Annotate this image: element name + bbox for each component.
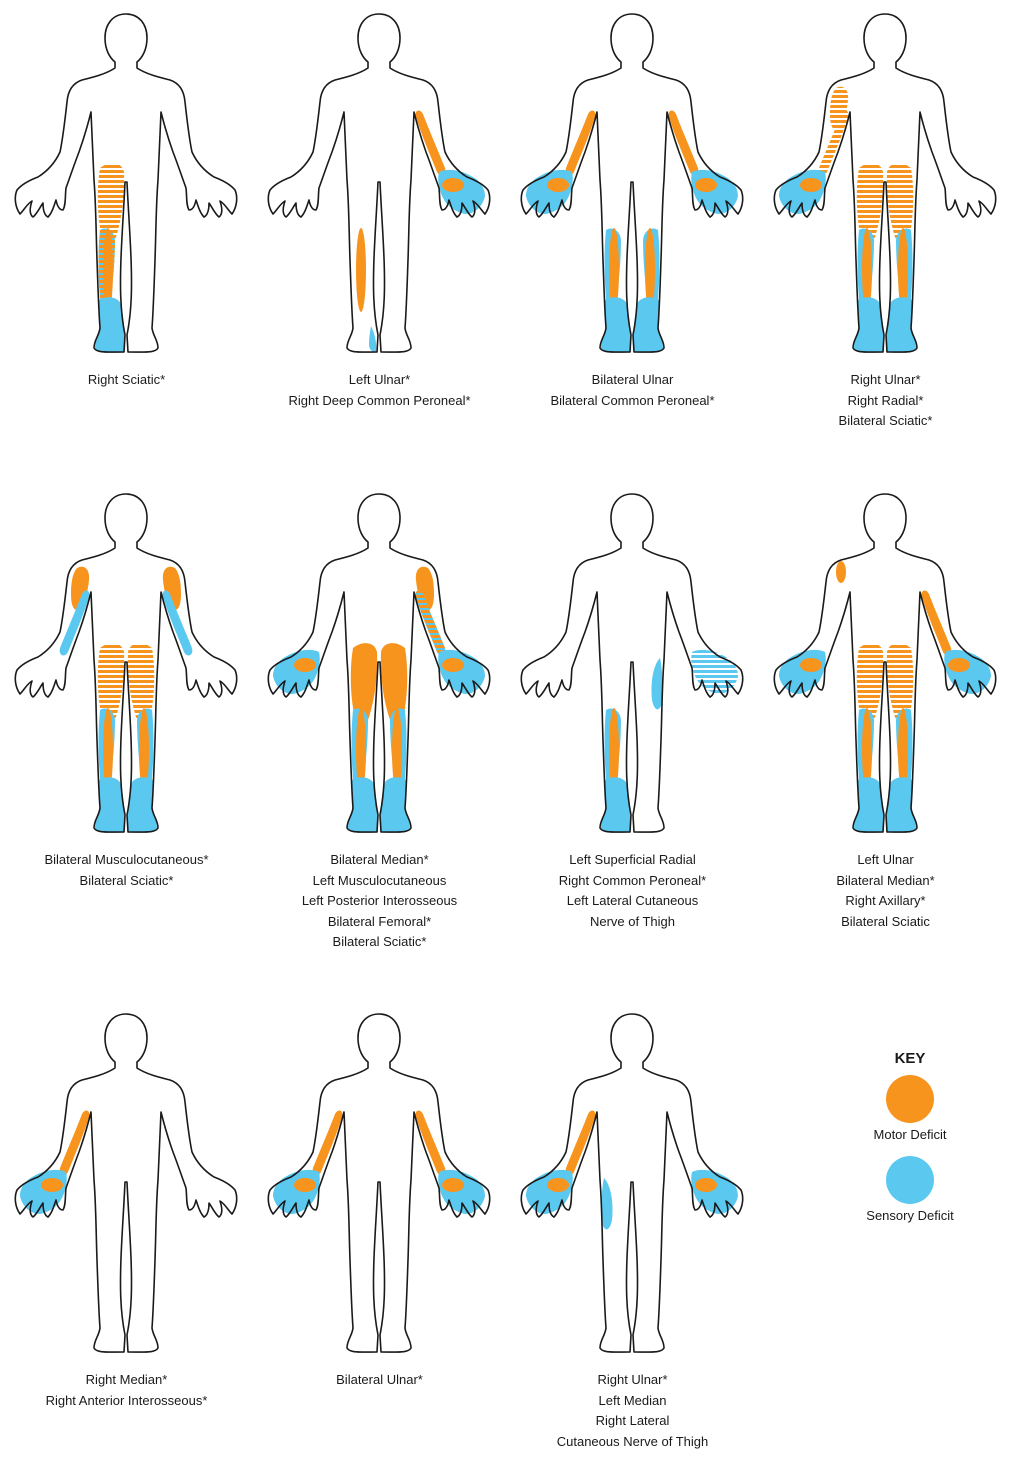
body-figure [0, 1000, 253, 1370]
caption-line: Right Ulnar* [506, 1370, 759, 1391]
body-figure [253, 480, 506, 850]
caption-line: Left Median [506, 1391, 759, 1412]
caption-line: Left Posterior Interosseous [253, 891, 506, 912]
sensory-deficit-l-latthigh [651, 658, 662, 709]
caption-line: Bilateral Median* [759, 871, 1012, 892]
legend-title: KEY [820, 1050, 1000, 1067]
caption-line: Right Radial* [759, 391, 1012, 412]
motor-deficit-l-hand [695, 1178, 717, 1192]
body-figure [506, 480, 759, 850]
body-figure [506, 0, 759, 370]
motor-deficit-r-hand [547, 178, 569, 192]
motor-deficit-r-shoulder [836, 561, 846, 583]
motor-deficit-r-hand [294, 658, 316, 672]
body-diagram-9: Right Median*Right Anterior Interosseous… [0, 1000, 253, 1470]
caption-line: Right Lateral [506, 1411, 759, 1432]
body-figure [506, 1000, 759, 1370]
body-diagram-2: Left Ulnar*Right Deep Common Peroneal* [253, 0, 506, 470]
caption-line: Bilateral Sciatic* [759, 411, 1012, 432]
motor-deficit-l-hand [695, 178, 717, 192]
caption-line: Left Lateral Cutaneous [506, 891, 759, 912]
body-diagram-4: Right Ulnar*Right Radial*Bilateral Sciat… [759, 0, 1012, 470]
caption-line: Right Deep Common Peroneal* [253, 391, 506, 412]
caption-line: Right Sciatic* [0, 370, 253, 391]
body-diagram-1: Right Sciatic* [0, 0, 253, 470]
motor-deficit-r-shin [356, 228, 366, 312]
caption-line: Bilateral Common Peroneal* [506, 391, 759, 412]
case-caption: Right Median*Right Anterior Interosseous… [0, 1370, 253, 1411]
body-diagram-5: Bilateral Musculocutaneous*Bilateral Sci… [0, 480, 253, 950]
case-caption: Left Ulnar*Right Deep Common Peroneal* [253, 370, 506, 411]
caption-line: Bilateral Ulnar* [253, 1370, 506, 1391]
case-caption: Right Sciatic* [0, 370, 253, 391]
motor-deficit-r-hand [800, 178, 822, 192]
sensory-label: Sensory Deficit [820, 1208, 1000, 1223]
caption-line: Bilateral Sciatic* [253, 932, 506, 953]
motor-deficit-l-hand [442, 1178, 464, 1192]
body-figure [759, 480, 1012, 850]
legend: KEY Motor Deficit Sensory Deficit [820, 1050, 1000, 1237]
caption-line: Bilateral Ulnar [506, 370, 759, 391]
body-figure [759, 0, 1012, 370]
motor-swatch [886, 1075, 934, 1123]
caption-line: Bilateral Sciatic [759, 912, 1012, 933]
caption-line: Right Median* [0, 1370, 253, 1391]
caption-line: Right Common Peroneal* [506, 871, 759, 892]
case-caption: Bilateral Ulnar* [253, 1370, 506, 1391]
motor-label: Motor Deficit [820, 1127, 1000, 1142]
body-diagram-10: Bilateral Ulnar* [253, 1000, 506, 1470]
motor-deficit-l-hand [948, 658, 970, 672]
sensory-deficit-r-web [369, 326, 376, 352]
caption-line: Left Ulnar* [253, 370, 506, 391]
caption-line: Right Ulnar* [759, 370, 1012, 391]
motor-deficit-r-hand [41, 1178, 63, 1192]
motor-deficit-l-hand [442, 658, 464, 672]
caption-line: Right Axillary* [759, 891, 1012, 912]
motor-deficit-r-hand [800, 658, 822, 672]
caption-line: Cutaneous Nerve of Thigh [506, 1432, 759, 1453]
case-caption: Bilateral Musculocutaneous*Bilateral Sci… [0, 850, 253, 891]
body-figure [0, 0, 253, 370]
motor-deficit-r-hand [547, 1178, 569, 1192]
caption-line: Left Musculocutaneous [253, 871, 506, 892]
caption-line: Bilateral Median* [253, 850, 506, 871]
motor-deficit-l-hand [442, 178, 464, 192]
body-outline [15, 494, 236, 832]
case-caption: Bilateral UlnarBilateral Common Peroneal… [506, 370, 759, 411]
sensory-deficit-r-latthigh [602, 1178, 613, 1229]
sensory-swatch [886, 1156, 934, 1204]
motor-deficit-r-hand [294, 1178, 316, 1192]
caption-line: Nerve of Thigh [506, 912, 759, 933]
case-caption: Right Ulnar*Right Radial*Bilateral Sciat… [759, 370, 1012, 432]
caption-line: Left Ulnar [759, 850, 1012, 871]
caption-line: Bilateral Sciatic* [0, 871, 253, 892]
caption-line: Bilateral Musculocutaneous* [0, 850, 253, 871]
body-figure [253, 1000, 506, 1370]
caption-line: Left Superficial Radial [506, 850, 759, 871]
body-outline [15, 14, 236, 352]
body-figure [0, 480, 253, 850]
caption-line: Bilateral Femoral* [253, 912, 506, 933]
body-figure [253, 0, 506, 370]
caption-line: Right Anterior Interosseous* [0, 1391, 253, 1412]
body-diagram-8: Left UlnarBilateral Median*Right Axillar… [759, 480, 1012, 950]
